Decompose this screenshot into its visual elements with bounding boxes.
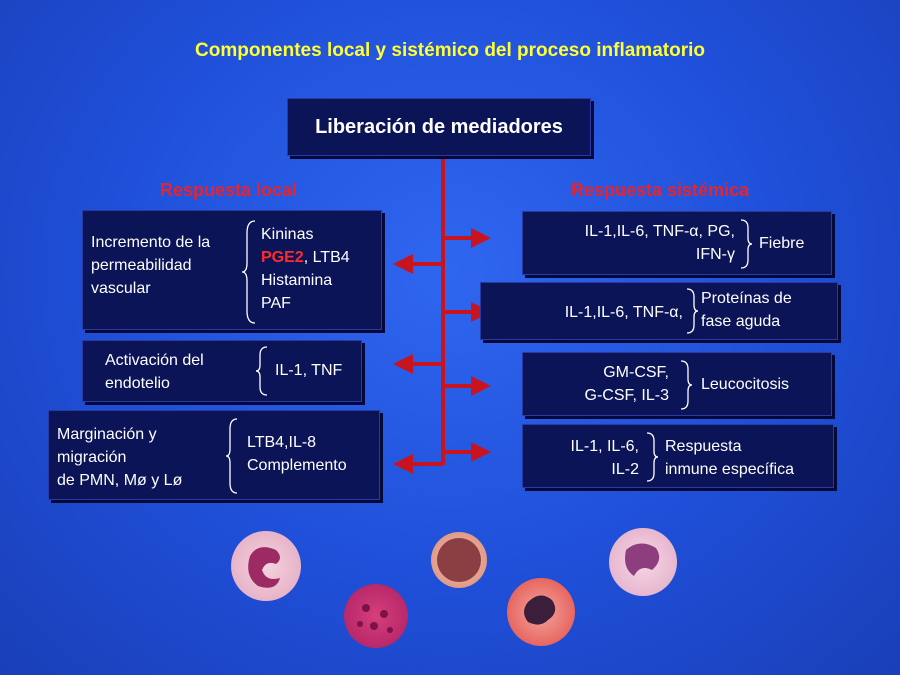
neutrophil-cell-icon — [231, 531, 301, 601]
local-1-mediators: Kininas PGE2, LTB4 Histamina PAF — [261, 226, 350, 312]
brace-icon — [646, 432, 659, 482]
main-box: Liberación de mediadores — [287, 98, 591, 156]
sys-4-mediators: IL-1, IL-6,IL-2 — [570, 438, 639, 478]
brace-icon — [255, 346, 268, 396]
cell-illustrations — [231, 528, 677, 648]
sys-3-effect: Leucocitosis — [701, 376, 790, 393]
brace-icon — [680, 360, 693, 410]
lymphocyte-cell-icon — [609, 528, 677, 596]
systemic-header: Respuesta sistémica — [571, 180, 750, 200]
brace-icon — [241, 220, 256, 324]
eosinophil-cell-icon — [507, 578, 575, 646]
sys-1-mediators: IL-1,IL-6, TNF-α, PG,IFN-γ — [584, 223, 735, 263]
local-2-mediators: IL-1, TNF — [275, 362, 343, 379]
sys-3-mediators: GM-CSF,G-CSF, IL-3 — [584, 364, 669, 404]
page-title: Componentes local y sistémico del proces… — [195, 40, 705, 61]
brace-icon — [740, 219, 753, 269]
basophil-cell-icon — [344, 584, 408, 648]
sys-box-3: GM-CSF,G-CSF, IL-3 Leucocitosis — [522, 352, 832, 416]
brace-icon — [225, 418, 238, 494]
sys-2-mediators: IL-1,IL-6, TNF-α, — [564, 304, 683, 321]
monocyte-cell-icon — [431, 532, 487, 588]
sys-1-effect: Fiebre — [759, 235, 805, 252]
brace-icon — [686, 288, 699, 334]
sys-box-1: IL-1,IL-6, TNF-α, PG,IFN-γ Fiebre — [522, 211, 832, 275]
main-box-label: Liberación de mediadores — [315, 115, 563, 138]
local-header: Respuesta local — [160, 180, 298, 200]
